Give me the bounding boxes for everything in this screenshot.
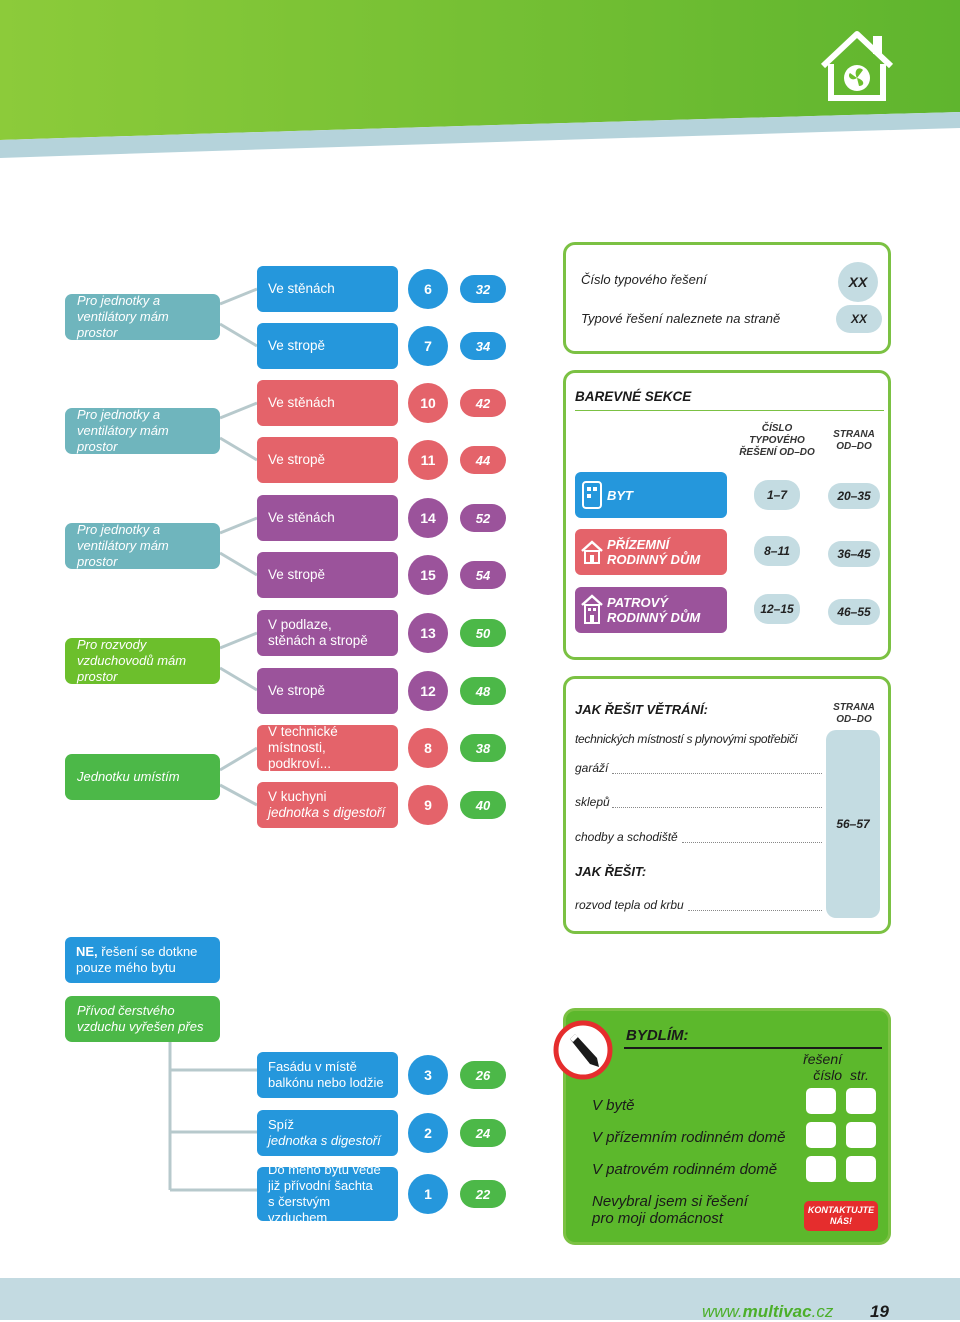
row1-label: Pro jednotky a ventilátory mám prostor bbox=[65, 293, 220, 340]
ventilation-title2: JAK ŘEŠIT: bbox=[575, 864, 647, 879]
house-icon bbox=[581, 540, 603, 564]
ventilation-pages: 56–57 bbox=[826, 730, 880, 918]
col-page: str. bbox=[850, 1067, 869, 1083]
section-range: 1–7 bbox=[754, 480, 800, 510]
sections-title: BAREVNÉ SEKCE bbox=[575, 389, 692, 404]
page-number: 34 bbox=[460, 332, 506, 360]
solution-number: 9 bbox=[408, 785, 448, 825]
solution-number: 7 bbox=[408, 326, 448, 366]
solution-number-field[interactable] bbox=[806, 1088, 836, 1114]
bydlim-option-ground-house[interactable]: V přízemním rodinném domě bbox=[592, 1129, 786, 1146]
legend-line1: Číslo typového řešení bbox=[581, 272, 707, 287]
solution-number: 15 bbox=[408, 555, 448, 595]
solution-number: 3 bbox=[408, 1055, 448, 1095]
website-link[interactable]: www.multivac.cz bbox=[702, 1302, 834, 1321]
apartment-icon bbox=[582, 481, 602, 509]
page-number: 54 bbox=[460, 561, 506, 589]
house-fan-icon bbox=[820, 31, 894, 101]
row1-option-ceiling[interactable]: Ve stropě bbox=[257, 323, 398, 369]
ventilation-item: technických místností s plynovými spotře… bbox=[575, 732, 798, 746]
legend-number: XX bbox=[838, 262, 878, 302]
page-field[interactable] bbox=[846, 1156, 876, 1182]
page-number: 26 bbox=[460, 1061, 506, 1089]
page-number: 44 bbox=[460, 446, 506, 474]
page-number-footer: 19 bbox=[870, 1302, 889, 1321]
legend-page: XX bbox=[836, 305, 882, 333]
bydlim-option-storey-house[interactable]: V patrovém rodinném domě bbox=[592, 1161, 778, 1178]
row4-option-ceiling[interactable]: Ve stropě bbox=[257, 668, 398, 714]
solution-number: 2 bbox=[408, 1113, 448, 1153]
page-number: 40 bbox=[460, 791, 506, 819]
no-option-box[interactable]: NE, řešení se dotkne pouze mého bytu bbox=[65, 937, 220, 983]
solution-number: 12 bbox=[408, 671, 448, 711]
solution-number: 6 bbox=[408, 269, 448, 309]
solution-number: 8 bbox=[408, 728, 448, 768]
row3-option-walls[interactable]: Ve stěnách bbox=[257, 495, 398, 541]
ventilation-item: chodby a schodiště bbox=[575, 830, 678, 844]
page-number: 50 bbox=[460, 619, 506, 647]
section-pages: 46–55 bbox=[828, 599, 880, 625]
legend-line2: Typové řešení naleznete na straně bbox=[581, 311, 781, 326]
row4-label: Pro rozvody vzduchovodů mám prostor bbox=[65, 637, 220, 684]
solution-number: 13 bbox=[408, 613, 448, 653]
row2-label: Pro jednotky a ventilátory mám prostor bbox=[65, 407, 220, 454]
row2-option-walls[interactable]: Ve stěnách bbox=[257, 380, 398, 426]
ventilation-item: sklepů bbox=[575, 795, 610, 809]
solution-number: 10 bbox=[408, 383, 448, 423]
ventilation-item: rozvod tepla od krbu bbox=[575, 898, 684, 912]
col-solution-range: ČÍSLO TYPOVÉHO ŘEŠENÍ OD–DO bbox=[739, 423, 815, 458]
header-banner bbox=[0, 0, 960, 158]
page-number: 32 bbox=[460, 275, 506, 303]
legend-panel: Číslo typového řešení Typové řešení nale… bbox=[563, 242, 891, 354]
page-number: 38 bbox=[460, 734, 506, 762]
page-number: 48 bbox=[460, 677, 506, 705]
page-field[interactable] bbox=[846, 1122, 876, 1148]
solution-number: 11 bbox=[408, 440, 448, 480]
bydlim-option-apartment[interactable]: V bytě bbox=[592, 1097, 635, 1114]
row1-option-walls[interactable]: Ve stěnách bbox=[257, 266, 398, 312]
footer-bar bbox=[0, 1278, 960, 1320]
col-page-range: STRANA OD–DO bbox=[833, 429, 875, 452]
row2-option-ceiling[interactable]: Ve stropě bbox=[257, 437, 398, 483]
row5-label: Jednotku umístím bbox=[65, 754, 220, 800]
solution-number: 1 bbox=[408, 1174, 448, 1214]
section-pages: 20–35 bbox=[828, 483, 880, 509]
row3-label: Pro jednotky a ventilátory mám prostor bbox=[65, 522, 220, 569]
sections-panel: BAREVNÉ SEKCE ČÍSLO TYPOVÉHO ŘEŠENÍ OD–D… bbox=[563, 370, 891, 660]
solution-number-field[interactable] bbox=[806, 1122, 836, 1148]
page-number: 52 bbox=[460, 504, 506, 532]
solution-number: 14 bbox=[408, 498, 448, 538]
two-storey-house-icon bbox=[581, 594, 603, 624]
bydlim-title: BYDLÍM: bbox=[626, 1027, 689, 1044]
ventilation-title: JAK ŘEŠIT VĚTRÁNÍ: bbox=[575, 702, 708, 717]
pencil-icon bbox=[553, 1020, 613, 1080]
section-range: 8–11 bbox=[754, 536, 800, 566]
page-number: 42 bbox=[460, 389, 506, 417]
page-number: 24 bbox=[460, 1119, 506, 1147]
section-pages: 36–45 bbox=[828, 541, 880, 567]
col-page-range: STRANA OD–DO bbox=[833, 702, 875, 725]
page-field[interactable] bbox=[846, 1088, 876, 1114]
section-apartment[interactable]: BYT bbox=[575, 472, 727, 518]
row3-option-ceiling[interactable]: Ve stropě bbox=[257, 552, 398, 598]
row4-option-floor-walls-ceiling[interactable]: V podlaze,stěnách a stropě bbox=[257, 610, 398, 656]
ventilation-item: garáží bbox=[575, 761, 609, 775]
page-number: 22 bbox=[460, 1180, 506, 1208]
ventilation-panel: JAK ŘEŠIT VĚTRÁNÍ: STRANA OD–DO technick… bbox=[563, 676, 891, 934]
solution-number-field[interactable] bbox=[806, 1156, 836, 1182]
section-range: 12–15 bbox=[754, 594, 800, 624]
